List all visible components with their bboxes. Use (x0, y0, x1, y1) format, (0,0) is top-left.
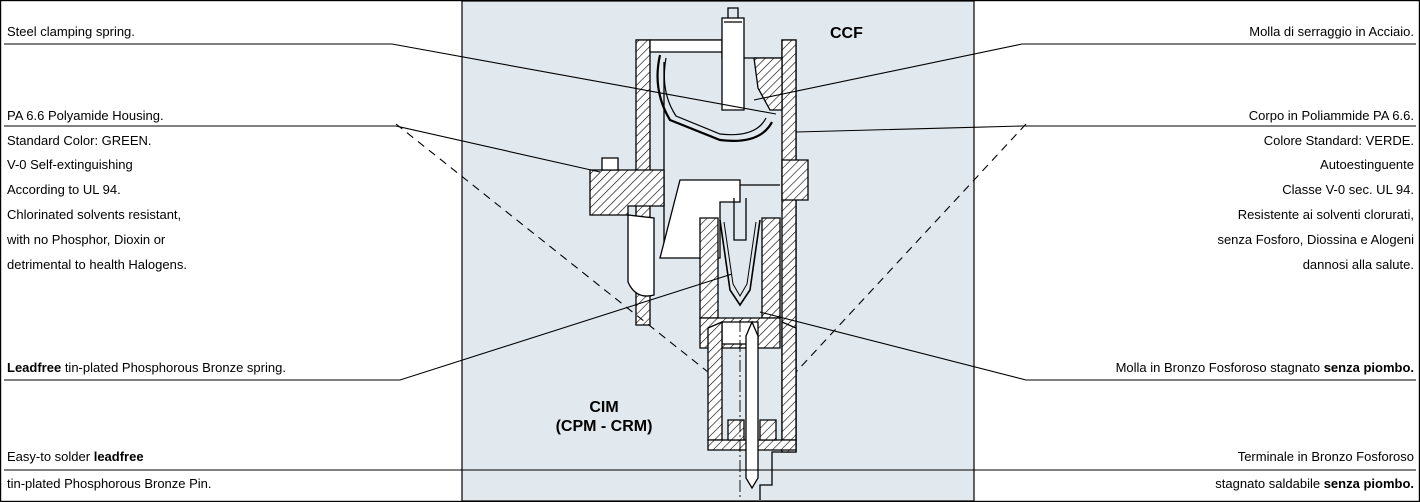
cim-connector-drawing (707, 320, 797, 490)
bold-leadfree-pin: leadfree (93, 449, 144, 464)
label-housing-it-4: Classe V-0 sec. UL 94. (1282, 182, 1414, 197)
label-housing-it-3: Autoestinguente (1320, 157, 1414, 172)
text-rest: tin-plated Phosphorous Bronze spring. (61, 360, 286, 375)
ccf-label: CCF (830, 25, 863, 42)
label-housing-en-7: detrimental to health Halogens. (7, 257, 187, 272)
label-housing-it-6: senza Fosforo, Diossina e Alogeni (1217, 232, 1414, 247)
label-pin-en-1: Easy-to solder leadfree (7, 449, 144, 465)
label-steel-spring-en: Steel clamping spring. (7, 24, 135, 39)
label-housing-it-7: dannosi alla salute. (1302, 257, 1414, 272)
text-a: Easy-to solder (7, 449, 94, 464)
ccf-connector-drawing (589, 7, 809, 500)
label-housing-it-2: Colore Standard: VERDE. (1263, 133, 1414, 148)
label-housing-en-6: with no Phosphor, Dioxin or (7, 232, 166, 247)
cim-sublabel: (CPM - CRM) (556, 418, 653, 435)
label-pin-en-2: tin-plated Phosphorous Bronze Pin. (7, 476, 212, 491)
bold-senza-piombo: senza piombo. (1323, 360, 1414, 375)
label-bronze-spring-en: Leadfree tin-plated Phosphorous Bronze s… (7, 360, 286, 376)
label-steel-spring-it: Molla di serraggio in Acciaio. (1249, 24, 1414, 39)
label-housing-it-5: Resistente ai solventi clorurati, (1237, 207, 1414, 222)
bold-senza-piombo-pin: senza piombo. (1323, 476, 1414, 491)
label-pin-it-2: stagnato saldabile senza piombo. (1215, 476, 1414, 492)
label-housing-en-4: According to UL 94. (7, 182, 121, 197)
label-housing-en-1: PA 6.6 Polyamide Housing. (7, 108, 164, 123)
leader-lines (4, 43, 1416, 471)
text-rest-it: Molla in Bronzo Fosforoso stagnato (1115, 360, 1324, 375)
label-housing-en-2: Standard Color: GREEN. (7, 133, 152, 148)
cim-label: CIM (589, 399, 618, 416)
bold-leadfree: Leadfree (7, 360, 62, 375)
label-pin-it-1: Terminale in Bronzo Fosforoso (1237, 449, 1414, 464)
label-housing-en-3: V-0 Self-extinguishing (7, 157, 133, 172)
text-a-it: stagnato saldabile (1215, 476, 1324, 491)
label-housing-it-1: Corpo in Poliammide PA 6.6. (1248, 108, 1414, 123)
label-bronze-spring-it: Molla in Bronzo Fosforoso stagnato senza… (1116, 360, 1414, 376)
label-housing-en-5: Chlorinated solvents resistant, (7, 207, 182, 222)
